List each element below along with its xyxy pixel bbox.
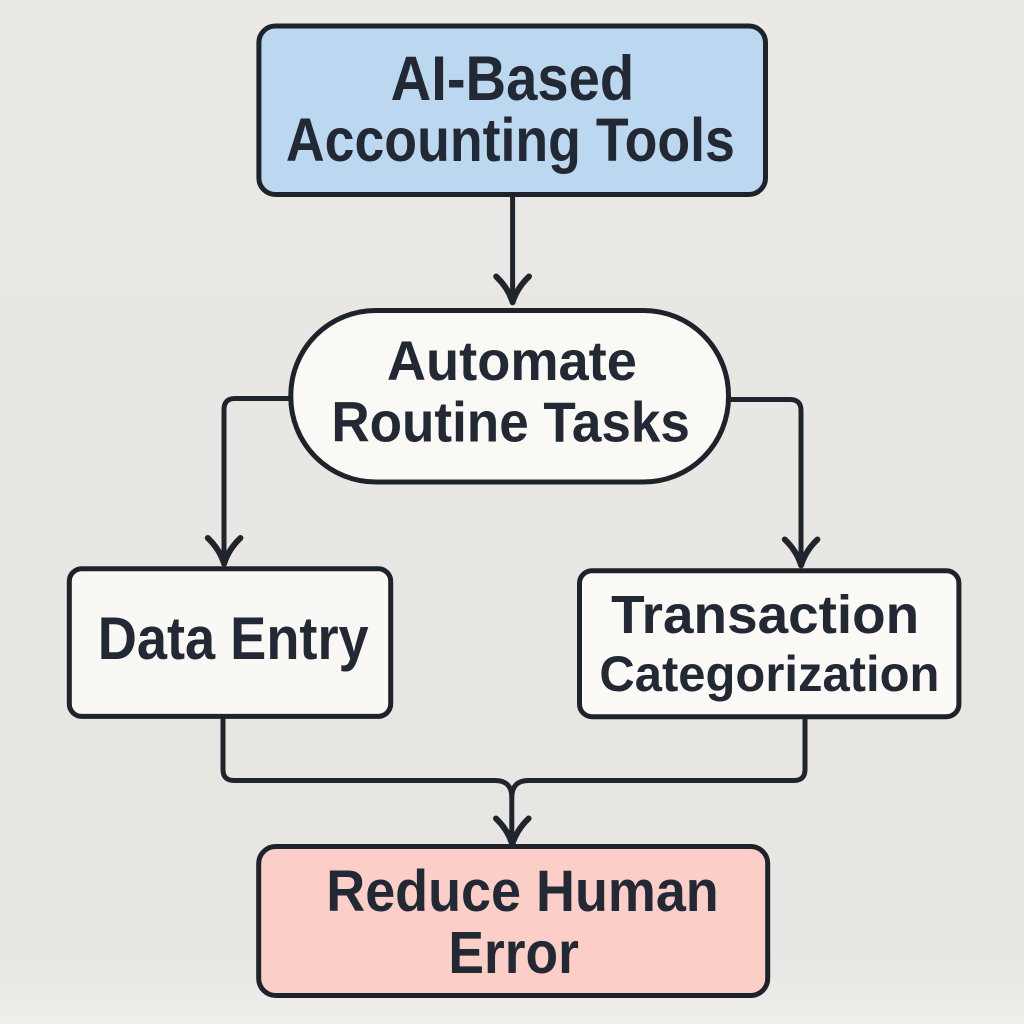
svg-text:AI-Based: AI-Based (391, 44, 635, 114)
svg-text:Error: Error (448, 920, 579, 986)
svg-text:Automate: Automate (387, 329, 637, 392)
svg-text:Accounting Tools: Accounting Tools (286, 106, 735, 175)
svg-text:Reduce Human: Reduce Human (326, 859, 719, 924)
svg-text:Routine Tasks: Routine Tasks (331, 391, 690, 455)
svg-text:Transaction: Transaction (611, 585, 919, 645)
svg-text:Data Entry: Data Entry (98, 605, 370, 672)
svg-text:Categorization: Categorization (599, 645, 939, 702)
